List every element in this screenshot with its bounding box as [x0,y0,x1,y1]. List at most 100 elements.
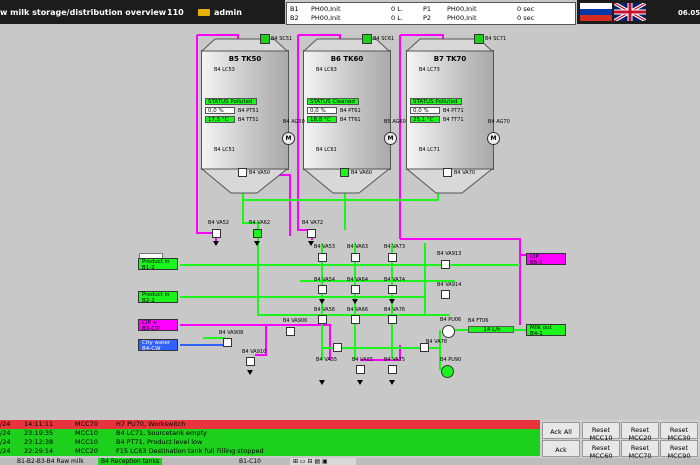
level-switch-tag: B4 LC73 [419,67,440,73]
alarm-list[interactable]: /24 14:11:11 MCC70 H7 PU70, Workswitch /… [0,420,540,456]
alarm-source: MCC10 [75,438,98,446]
tank-temp-value: 17,5 °C [205,116,235,123]
pump-90-icon[interactable] [441,365,454,378]
valve-va910[interactable] [246,357,255,366]
tank-outlet-valve[interactable] [340,168,349,177]
pump-icon[interactable] [442,325,455,338]
cleaning-sensor-icon[interactable] [260,34,270,44]
status-unit: P1 [423,5,432,13]
ack-all-button[interactable]: Ack All [542,422,580,439]
sensor-tag: B4 SC51 [271,36,293,42]
temp-tag: B4 TT71 [443,117,464,123]
inlet-label: Product in B2-2 [142,292,170,304]
reset-mcc30-button[interactable]: Reset MCC30 [660,422,698,442]
flow-transmitter-tag: B4 FT06 [468,318,489,324]
tank-name: B6 TK60 [330,55,364,63]
tank-status: STATUS Polluted [205,98,257,105]
agitator-motor-icon[interactable]: M [384,132,397,145]
alarm-row[interactable]: /24 22:29:14 MCC20 F15 LC63 Destination … [0,447,540,456]
reset-mcc70-button[interactable]: Reset MCC70 [621,440,659,460]
valve-va908[interactable] [223,338,232,347]
agitator-motor-icon[interactable]: M [487,132,500,145]
valve-tag: B4 VA908 [219,330,244,336]
valve-va914[interactable] [441,290,450,299]
valve-tag: B4 VA906 [283,318,308,324]
valve-va75[interactable] [388,365,397,374]
tank-level-value: 0,0 % [410,107,440,114]
status-state: PH00,Init [447,5,477,13]
tank-b7-tk70[interactable]: B7 TK70 B4 LC73 STATUS Polluted 0,0 % 25… [406,50,494,170]
user-area[interactable]: admin [193,0,285,24]
valve-va56[interactable] [318,315,327,324]
tab-raw-milk[interactable]: B1-B2-B3-B4 Raw milk [17,458,84,465]
pump-tag: B4 PU06 [440,317,462,323]
valve-va55[interactable] [333,343,342,352]
valve-va76[interactable] [388,315,397,324]
tank-name: B7 TK70 [433,55,467,63]
cleaning-sensor-icon[interactable] [362,34,372,44]
valve-va62[interactable] [253,229,262,238]
valve-va73[interactable] [388,253,397,262]
valve-va64[interactable] [351,285,360,294]
valve-tag: B4 VA60 [351,170,373,176]
valve-tag: B4 VA72 [302,220,324,226]
alarm-date: /24 [0,438,11,446]
tank-b5-tk50[interactable]: B5 TK50 B4 LC53 STATUS Polluted 0,0 % 17… [201,50,289,170]
process-diagram: B5 TK50 B4 LC53 STATUS Polluted 0,0 % 17… [0,25,700,420]
reset-mcc60-button[interactable]: Reset MCC60 [582,440,620,460]
alarm-row[interactable]: /24 23:12:38 MCC10 B4 PT71, Product leve… [0,438,540,447]
agitator-motor-icon[interactable]: M [282,132,295,145]
product-in-b2-inlet[interactable]: Product in B2-2 [138,291,178,304]
reset-mcc20-button[interactable]: Reset MCC20 [621,422,659,442]
valve-tag: B4 VA64 [347,277,369,283]
cleaning-sensor-icon[interactable] [474,34,484,44]
status-unit: B2 [290,14,299,22]
tank-shapes [200,38,494,194]
valve-va78[interactable] [420,343,429,352]
product-in-b1-inlet[interactable]: Product in B1-2 [138,258,178,271]
valve-va54[interactable] [318,285,327,294]
valve-tag: B4 VA910 [242,349,267,355]
valve-va63[interactable] [351,253,360,262]
valve-tag: B4 VA55 [316,357,338,363]
valve-va66[interactable] [351,315,360,324]
reset-mcc10-button[interactable]: Reset MCC10 [582,422,620,442]
cip-inlet[interactable]: CIP + B3-CIP [138,319,178,332]
alarm-time: 23:12:38 [24,438,54,446]
russian-flag-icon[interactable] [580,3,612,21]
tank-outlet-valve[interactable] [238,168,247,177]
valve-tag: B4 VA76 [384,307,406,313]
uk-flag-icon[interactable] [614,3,646,21]
drain-icon [319,380,325,385]
outlet-label: CIP B5-1 [530,254,543,266]
valve-va74[interactable] [388,285,397,294]
valve-va906[interactable] [286,327,295,336]
tank-temp-value: 25,1 °C [410,116,440,123]
valve-va53[interactable] [318,253,327,262]
ack-button[interactable]: Ack [542,440,580,457]
pressure-tag: B4 PT61 [340,108,361,114]
inlet-label: CIP + B3-CIP [142,320,161,332]
milk-outlet[interactable]: Milk out B4-1 [526,324,566,337]
cip-outlet[interactable]: CIP B5-1 [526,253,566,266]
tab-reception-tanks[interactable]: B4 Reception tanks [98,458,163,465]
valve-va52[interactable] [212,229,221,238]
valve-va913[interactable] [441,260,450,269]
tab-b1-c10[interactable]: B1-C10 [239,458,261,465]
reset-mcc90-button[interactable]: Reset MCC90 [660,440,698,460]
status-mode: 0 sec [517,14,535,22]
alarm-row[interactable]: /24 23:19:35 MCC10 B4 LC71, Sourcetank e… [0,429,540,438]
agitator-tag: B4 AG70 [488,119,510,125]
tank-outlet-valve[interactable] [443,168,452,177]
city-water-inlet[interactable]: City water B4-CW [138,339,178,352]
tank-b6-tk60[interactable]: B6 TK60 B4 LC63 STATUS Cleaned 0,0 % 18,… [303,50,391,170]
valve-va72[interactable] [307,229,316,238]
valve-tag: B4 VA63 [347,244,369,250]
drain-icon [357,380,363,385]
alarm-source: MCC20 [75,447,98,455]
valve-va65[interactable] [356,365,365,374]
alarm-row[interactable]: /24 14:11:11 MCC70 H7 PU70, Workswitch [0,420,540,429]
drain-icon [247,370,253,375]
tank-status: STATUS Cleaned [307,98,359,105]
alarm-text: H7 PU70, Workswitch [116,420,186,428]
